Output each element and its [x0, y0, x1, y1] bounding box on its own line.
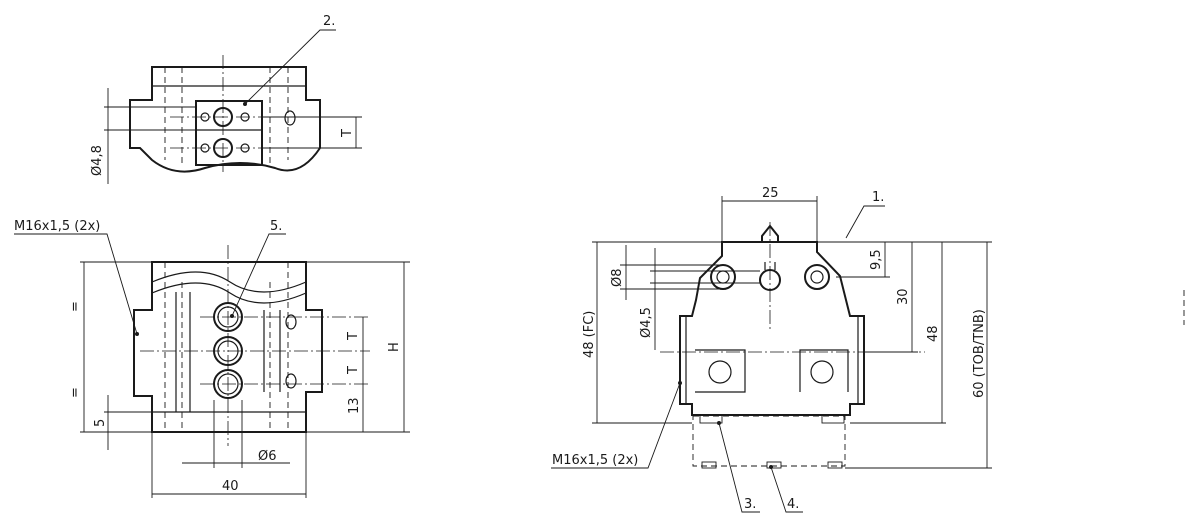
top-view: Ø4,8 T 2. — [90, 14, 362, 184]
dim-60: 60 (TOB/TNB) — [972, 309, 987, 398]
dim-30: 30 — [896, 288, 911, 305]
callout-2: 2. — [323, 14, 335, 29]
dim-25: 25 — [762, 186, 779, 201]
dim-48: 48 — [926, 325, 941, 342]
dim-9-5: 9,5 — [869, 249, 884, 270]
dim-t-lower: T — [346, 366, 361, 375]
dim-h: H — [387, 342, 402, 352]
front-view-right: 25 1. 9,5 30 48 60 (TOB/TNB) 48 (FC) Ø8 — [551, 186, 992, 513]
callout-1: 1. — [872, 190, 884, 205]
dim-equal-bottom: = — [68, 387, 83, 398]
dim-t-top: T — [340, 129, 355, 138]
callout-4: 4. — [787, 497, 799, 512]
label-m16-right: M16x1,5 (2x) — [552, 453, 638, 468]
callout-3: 3. — [744, 497, 756, 512]
dim-13: 13 — [347, 397, 362, 414]
front-view-left: = = 5 T T 13 H Ø6 40 M16x1,5 (2x) 5 — [14, 219, 410, 498]
dim-phi-4-8: Ø4,8 — [90, 145, 105, 176]
dim-40: 40 — [222, 479, 239, 494]
dim-phi-8: Ø8 — [610, 268, 625, 287]
dim-48-fc: 48 (FC) — [582, 311, 597, 358]
dim-phi-6: Ø6 — [258, 449, 277, 464]
label-m16-left: M16x1,5 (2x) — [14, 219, 100, 234]
dim-5: 5 — [93, 419, 108, 427]
dim-t-upper: T — [346, 332, 361, 341]
dim-phi-4-5: Ø4,5 — [639, 307, 654, 338]
dim-equal-top: = — [68, 301, 83, 312]
callout-5: 5. — [270, 219, 282, 234]
